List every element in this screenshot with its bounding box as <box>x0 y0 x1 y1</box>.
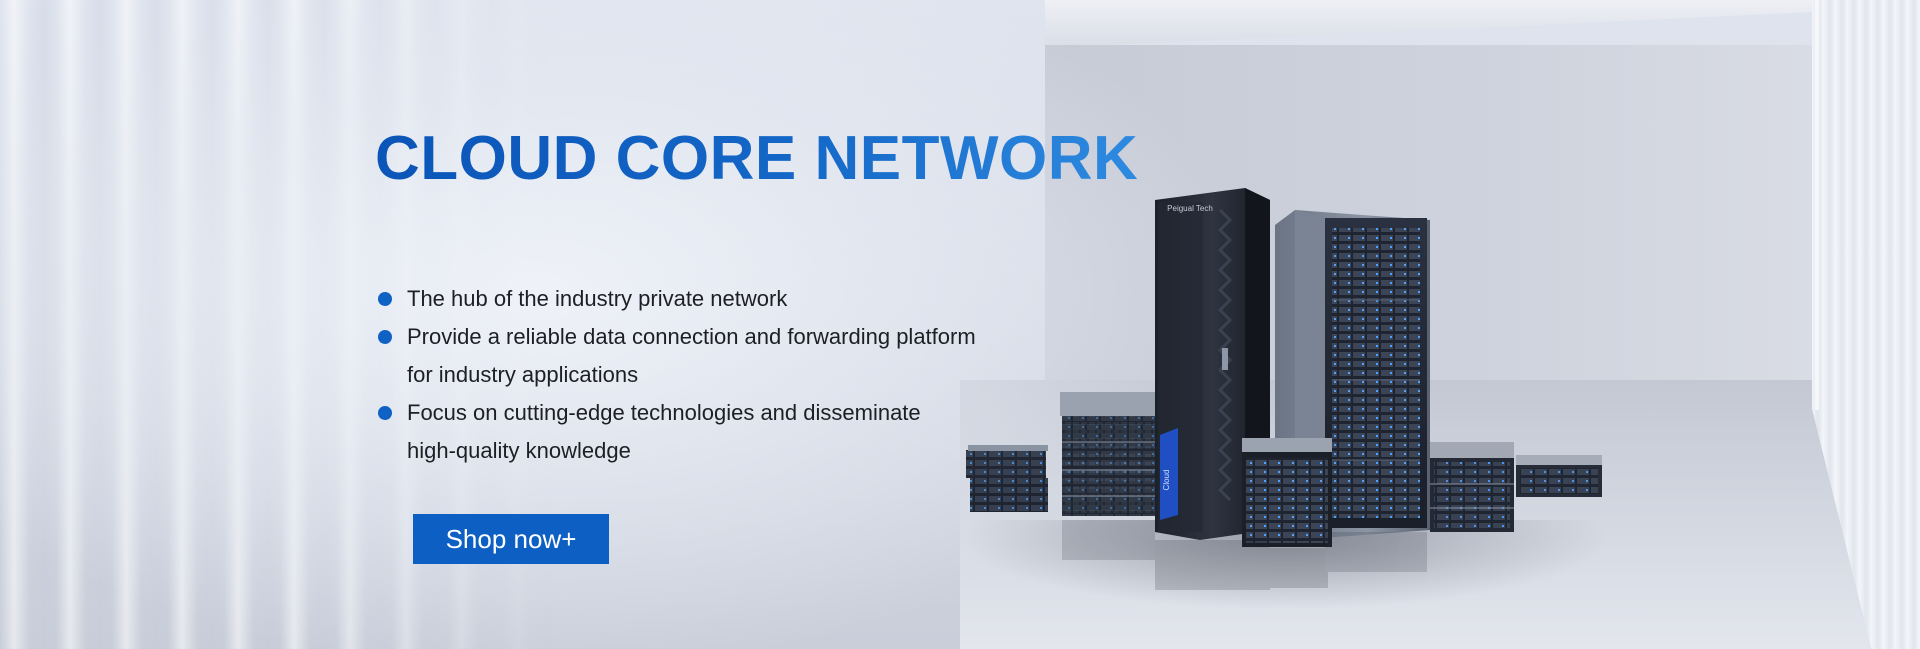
cabinet-brand-label: Peigual Tech <box>1167 204 1213 213</box>
feature-text: Focus on cutting-edge technologies and d… <box>407 400 921 425</box>
feature-text: The hub of the industry private network <box>407 286 788 311</box>
svg-text:Cloud: Cloud <box>1162 470 1171 491</box>
server-stack-left <box>1060 392 1155 516</box>
server-front-middle <box>1242 438 1332 547</box>
feature-text-continued: for industry applications <box>407 362 639 387</box>
small-server-right <box>1516 455 1602 497</box>
server-stack-right <box>1430 442 1514 532</box>
feature-item: The hub of the industry private network <box>378 280 1038 318</box>
feature-text: Provide a reliable data connection and f… <box>407 324 976 349</box>
feature-item: Provide a reliable data connection and f… <box>378 318 1038 394</box>
shop-now-button[interactable]: Shop now+ <box>413 514 609 564</box>
small-server-left <box>966 445 1048 512</box>
bullet-dot-icon <box>378 330 392 344</box>
feature-text-continued: high-quality knowledge <box>407 438 631 463</box>
floor-reflection <box>1062 520 1427 590</box>
room-wall-edge <box>1815 0 1819 410</box>
feature-item: Focus on cutting-edge technologies and d… <box>378 394 1038 470</box>
server-rack-cluster-icon: Peigual Tech Cloud <box>966 188 1602 590</box>
hero-title: CLOUD CORE NETWORK <box>375 124 1139 193</box>
bullet-dot-icon <box>378 406 392 420</box>
feature-list: The hub of the industry private network … <box>378 280 1038 470</box>
bullet-dot-icon <box>378 292 392 306</box>
